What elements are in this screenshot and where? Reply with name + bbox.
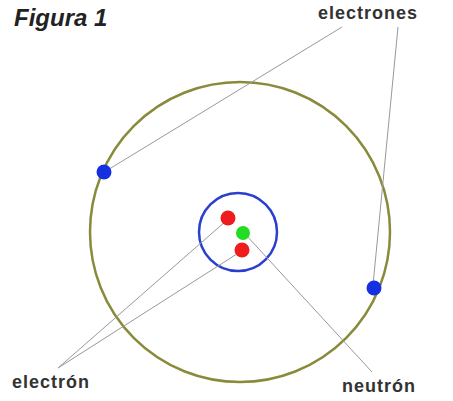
part-label: neutrón <box>342 376 416 397</box>
electron <box>97 165 112 180</box>
leader-lines <box>58 27 398 372</box>
electron-orbit <box>90 82 390 382</box>
figure-title: Figura 1 <box>14 4 107 32</box>
part-label: electrones <box>318 3 418 24</box>
proton <box>221 211 236 226</box>
nucleus-ring <box>199 193 277 271</box>
part-label: electrón <box>12 372 90 393</box>
electron <box>367 281 382 296</box>
proton <box>235 243 250 258</box>
neutron <box>236 226 250 240</box>
